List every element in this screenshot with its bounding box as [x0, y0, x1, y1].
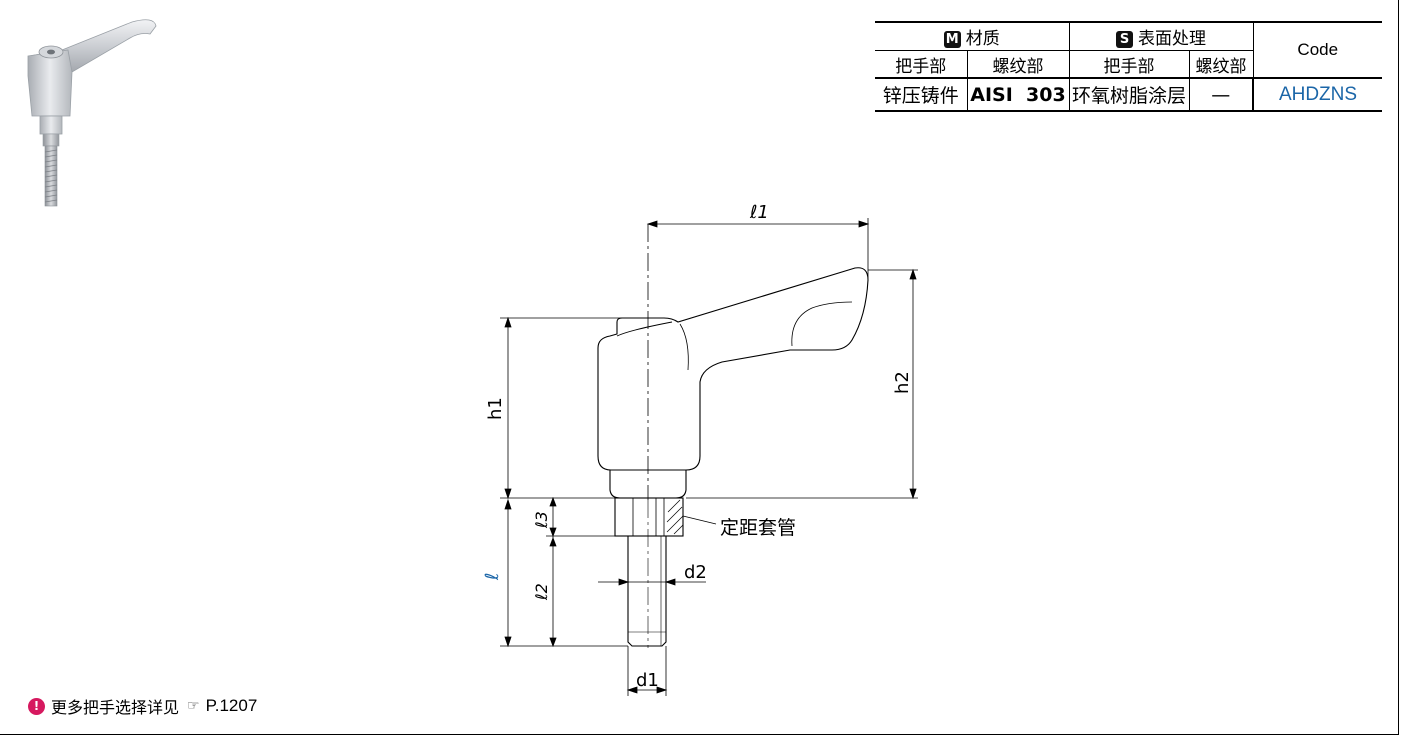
note-text: 更多把手选择详见: [51, 698, 180, 717]
spacer-hatch: [666, 499, 684, 535]
sub-header-thread-surface: 螺纹部: [1188, 50, 1253, 78]
surface-badge: S: [1116, 31, 1133, 48]
sub-header-handle-surface: 把手部: [1068, 50, 1190, 78]
sub-header-handle: 把手部: [875, 50, 968, 78]
thread-material-cell: AISI 303: [966, 77, 1070, 112]
page-reference-link[interactable]: P.1207: [205, 696, 258, 715]
dim-l-label: ℓ: [482, 573, 503, 581]
code-value-cell: AHDZNS: [1252, 77, 1382, 112]
handle-outline: [597, 267, 869, 471]
pointing-hand-icon: ☞: [187, 698, 200, 714]
handle-inner-curve: [616, 321, 673, 337]
dim-h2-label: h2: [892, 371, 913, 394]
dim-l2-label: ℓ2: [532, 583, 551, 601]
spacer-sleeve: [614, 497, 684, 537]
dim-l1-label: ℓ1: [749, 202, 769, 223]
material-label: 材质: [965, 29, 1000, 49]
handle-crease: [679, 323, 689, 371]
sub-header-thread: 螺纹部: [966, 50, 1070, 78]
dim-h1-label: h1: [485, 397, 506, 420]
alert-icon: !: [28, 697, 45, 715]
code-header: Code: [1252, 21, 1382, 79]
dim-d2-label: d2: [684, 562, 707, 583]
spacer-label: 定距套管: [720, 517, 796, 539]
surface-header: S 表面处理: [1068, 21, 1254, 51]
handle-surface-cell: 环氧树脂涂层: [1068, 77, 1190, 112]
material-badge: M: [943, 31, 961, 48]
product-photo: [27, 19, 157, 207]
threaded-stud: [627, 536, 667, 647]
thread-surface-cell: —: [1188, 77, 1254, 112]
handle-grip-curve: [791, 301, 853, 347]
surface-label: 表面处理: [1138, 29, 1206, 49]
dim-l3-label: ℓ3: [532, 511, 551, 529]
dim-d1-label: d1: [636, 670, 659, 691]
more-handles-note: ! 更多把手选择详见 ☞ P.1207: [28, 694, 257, 718]
